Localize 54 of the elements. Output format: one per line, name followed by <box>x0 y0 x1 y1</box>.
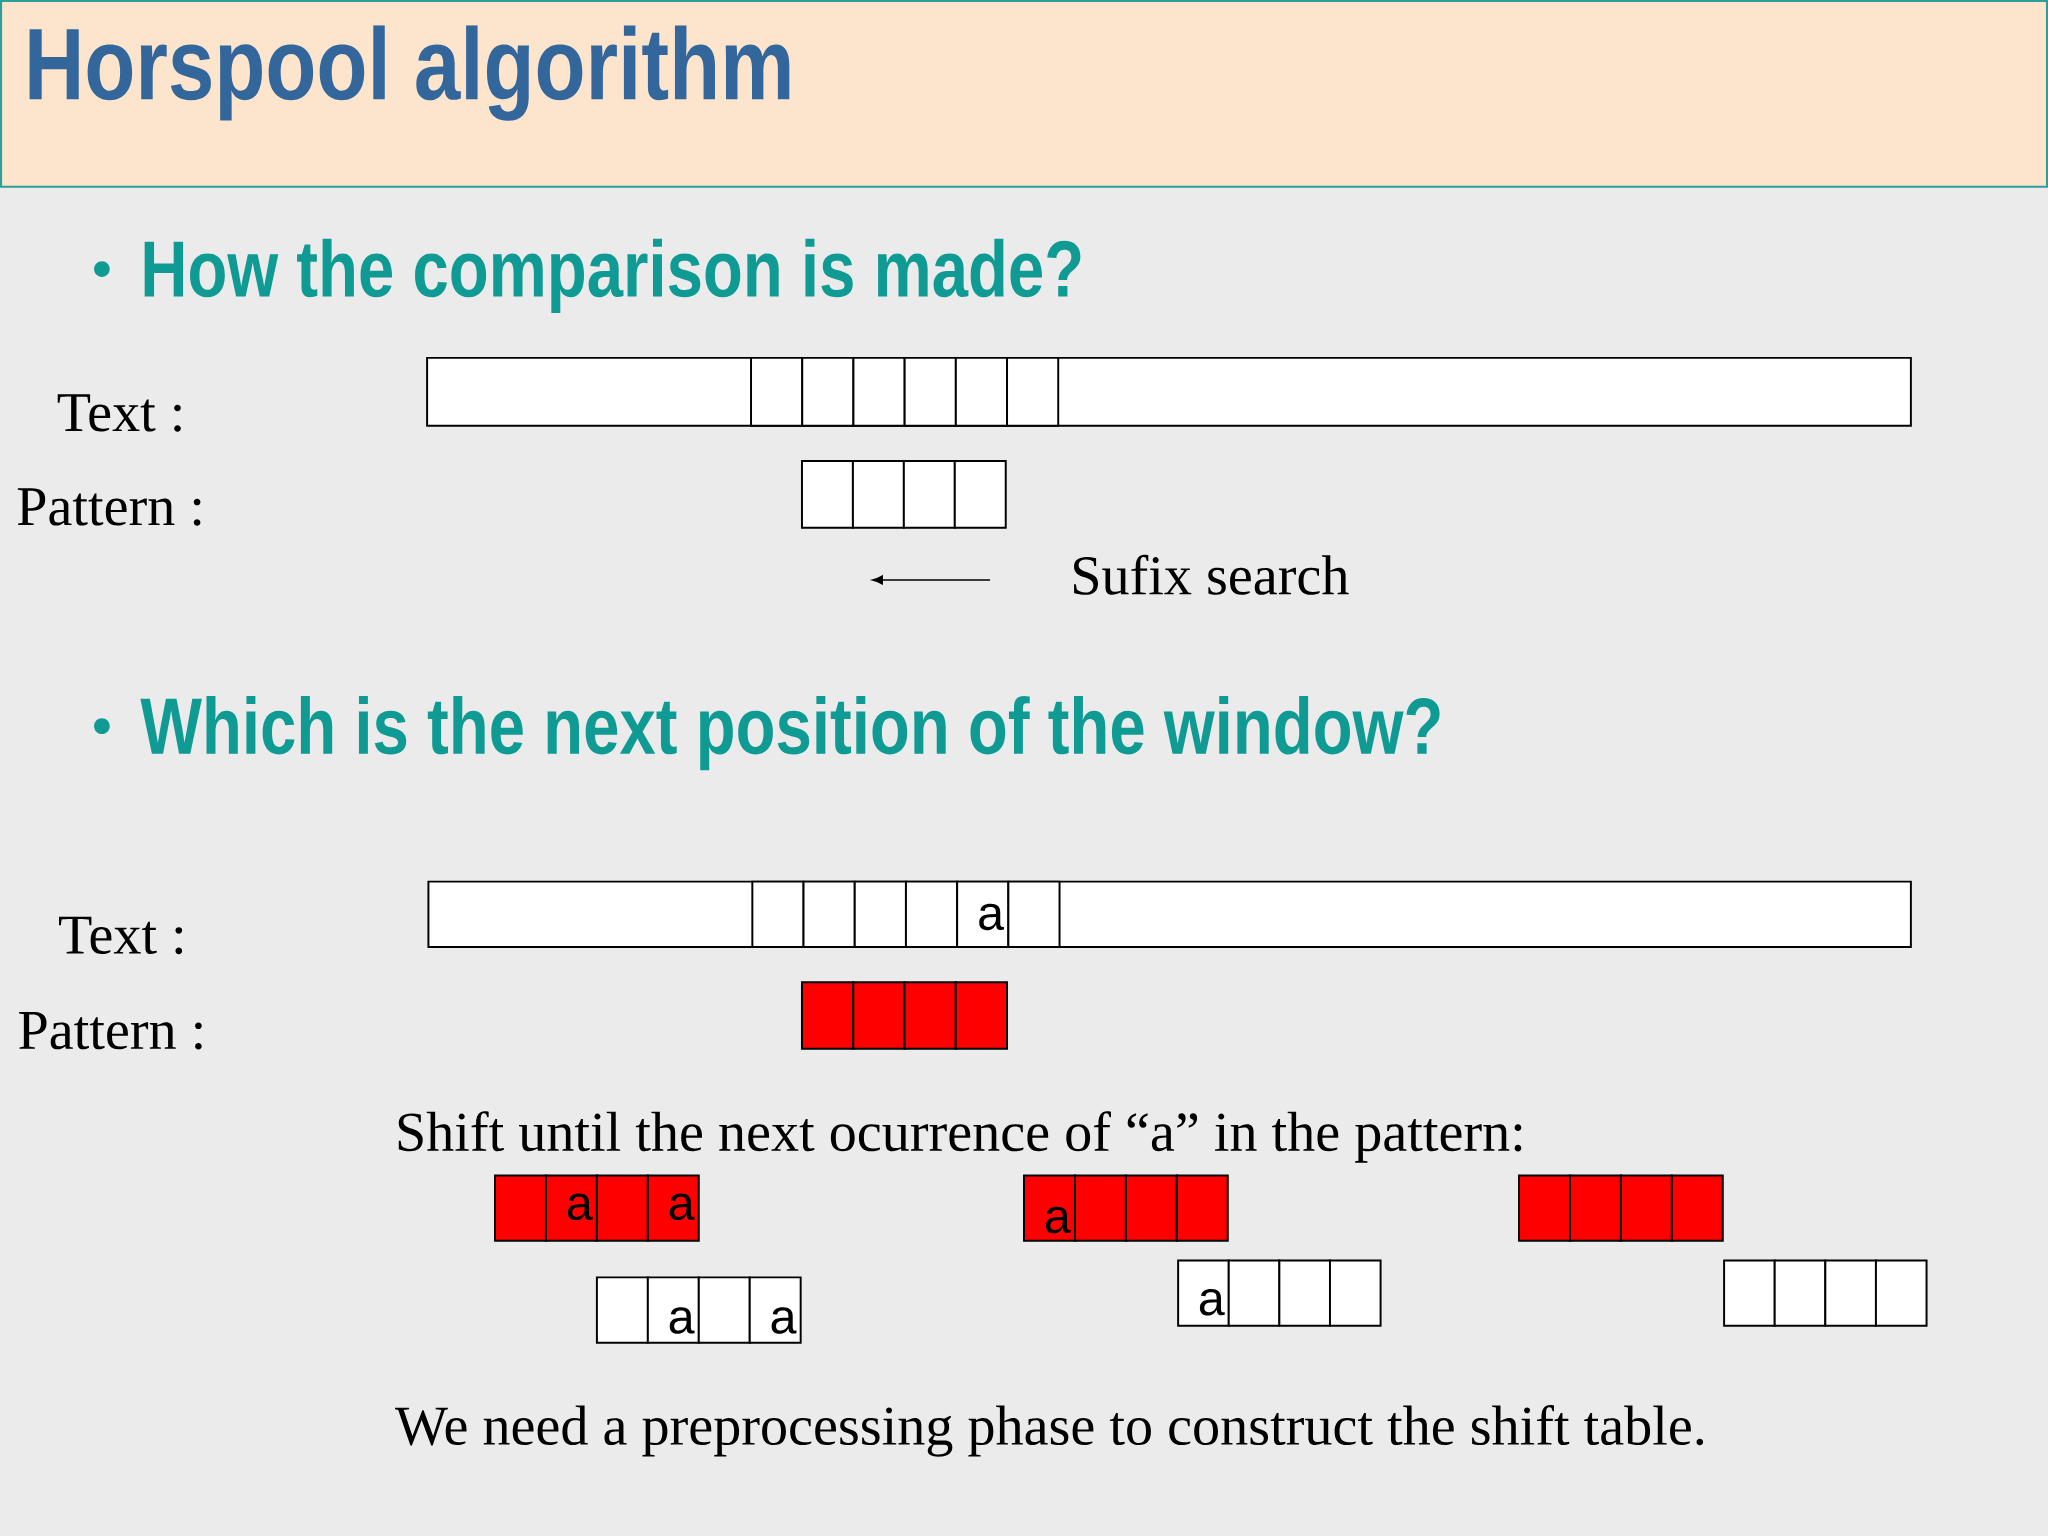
text-cell <box>853 880 907 948</box>
pattern-cell <box>1518 1174 1571 1242</box>
text-cell <box>904 880 959 948</box>
pattern-cell <box>595 1276 649 1344</box>
row-label: Pattern : <box>19 1012 202 1050</box>
pattern-cell <box>1773 1259 1827 1327</box>
pattern-cell <box>1824 1259 1877 1327</box>
pattern-cell <box>1329 1259 1382 1327</box>
pattern-cell <box>1227 1259 1281 1327</box>
pattern-cell <box>697 1276 751 1344</box>
pattern-cell: a <box>545 1174 598 1242</box>
text-cell <box>750 356 804 427</box>
text-cell <box>903 356 957 427</box>
pattern-cell <box>1278 1259 1331 1327</box>
pattern-cell <box>801 460 854 529</box>
pattern-cell <box>902 460 956 529</box>
pattern-cell: a <box>1023 1174 1076 1242</box>
pattern-cell <box>595 1174 649 1242</box>
instruction-text: Shift until the next ocurrence of “a” in the pattern: <box>398 1111 1522 1163</box>
text-cell <box>1006 356 1060 427</box>
row-label: Text : <box>57 394 181 432</box>
row-label: Pattern : <box>17 488 201 526</box>
pattern-cell <box>1175 1174 1229 1242</box>
pattern-cell: a <box>748 1276 802 1344</box>
heading: Which is the next position of the window? <box>140 695 1440 771</box>
pattern-cell <box>903 981 957 1050</box>
pattern-cell <box>851 460 905 529</box>
pattern-cell: a <box>646 1276 700 1344</box>
note-text: We need a preprocessing phase to construct the shift table. <box>395 1405 1704 1457</box>
text-cell <box>751 880 805 948</box>
pattern-cell <box>494 1174 547 1242</box>
pattern-cell <box>852 981 906 1050</box>
pattern-cell: a <box>1177 1259 1230 1327</box>
pattern-cell <box>1124 1174 1178 1242</box>
pattern-cell: a <box>646 1174 700 1242</box>
pattern-cell <box>1569 1174 1622 1242</box>
pattern-cell <box>801 981 855 1050</box>
pattern-cell <box>1670 1174 1724 1242</box>
title: Horspool algorithm <box>29 25 790 121</box>
pattern-cell <box>1874 1259 1928 1327</box>
text-cell <box>852 356 906 427</box>
text-cell <box>1007 880 1061 948</box>
arrow-label: Sufix search <box>1074 554 1349 595</box>
text-cell: a <box>956 880 1010 948</box>
text-cell <box>801 356 855 427</box>
pattern-cell <box>953 460 1007 529</box>
pattern-cell <box>1074 1174 1127 1242</box>
heading: How the comparison is made? <box>144 238 1081 314</box>
row-label: Text : <box>59 916 183 955</box>
pattern-cell <box>1619 1174 1673 1242</box>
text-cell <box>954 356 1008 427</box>
text-cell <box>802 880 856 948</box>
pattern-cell <box>1723 1259 1776 1327</box>
pattern-cell <box>954 981 1008 1050</box>
